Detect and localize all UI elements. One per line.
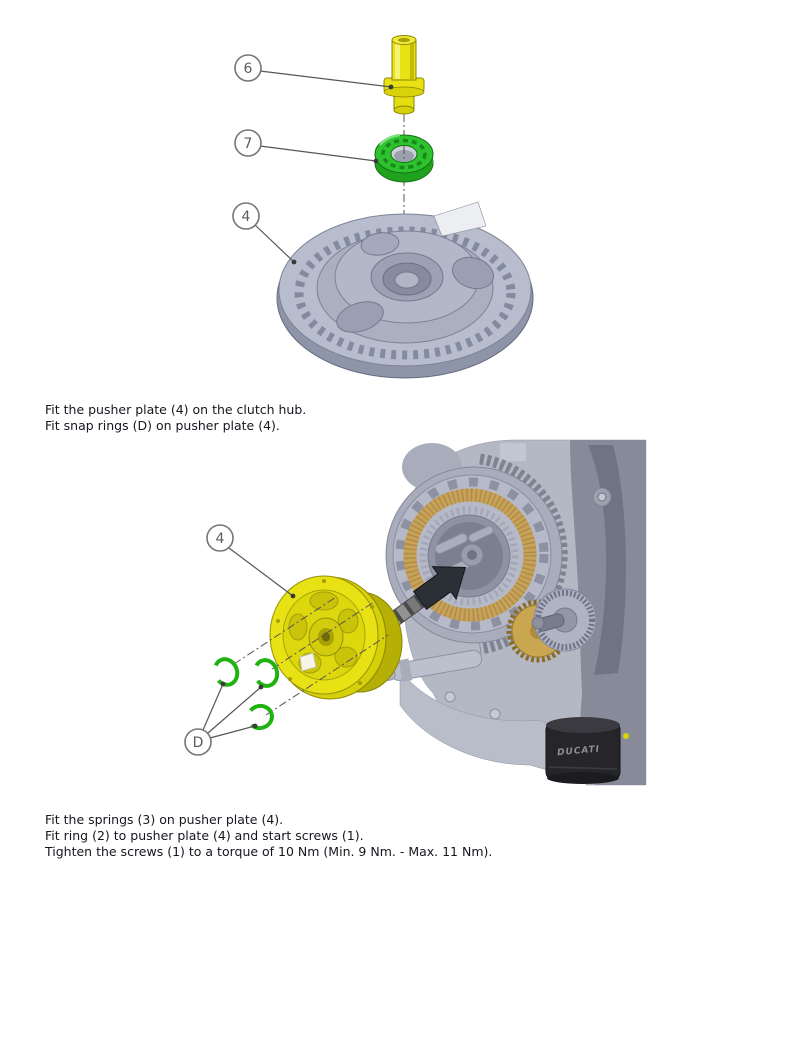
engine-bolt: [597, 492, 607, 502]
snap-rings: [212, 657, 280, 731]
plate-notch: [433, 201, 487, 237]
pusher-plate-part: [276, 201, 534, 379]
ducati-label: DUCATI: [557, 745, 601, 759]
arrow-head: [412, 566, 467, 611]
callout-4-bottom: 4: [206, 524, 296, 599]
leader-dot: [252, 723, 258, 729]
leader-dot: [388, 84, 394, 90]
engine-bracket: [500, 443, 526, 461]
instruction-line: Fit the pusher plate (4) on the clutch h…: [45, 402, 307, 417]
callout-circle: [206, 524, 234, 552]
bearing-part: [374, 133, 434, 183]
callout-7: 7: [234, 129, 379, 164]
callout-circle: [232, 202, 260, 230]
crankcase-bolt: [444, 691, 456, 703]
instructions-block-2: Fit the springs (3) on pusher plate (4).…: [45, 812, 492, 860]
spring-dots-ring: [419, 506, 519, 606]
callout-D: D: [184, 681, 264, 756]
snap-ring: [246, 703, 274, 731]
leader-dot: [290, 593, 296, 599]
crankcase-bolt: [489, 708, 501, 720]
instruction-line: Tighten the screws (1) to a torque of 10…: [45, 844, 493, 859]
plate-bore: [394, 271, 420, 289]
callout-D-label: D: [193, 735, 204, 751]
plate-window: [288, 613, 308, 641]
callout-4-bottom-label: 4: [216, 531, 225, 547]
callout-7-label: 7: [244, 136, 253, 152]
hub-post: [468, 525, 494, 543]
callout-circle: [234, 54, 262, 82]
plate-pocket: [336, 301, 384, 333]
paint-mark: [623, 733, 629, 739]
plate-pocket: [360, 232, 400, 256]
instruction-line: Fit ring (2) to pusher plate (4) and sta…: [45, 828, 364, 843]
hub-post: [434, 533, 468, 554]
pusher-rod-part: [383, 35, 425, 115]
instruction-line: Fit the springs (3) on pusher plate (4).: [45, 812, 284, 827]
leader-dot: [258, 684, 264, 690]
shaft-cover: [531, 588, 597, 652]
callout-6-label: 6: [244, 61, 253, 77]
snap-ring: [252, 658, 280, 688]
callout-4: 4: [232, 202, 297, 265]
rod-bore: [398, 37, 410, 43]
oil-filter: DUCATI: [545, 717, 621, 784]
leader-dot: [291, 259, 297, 265]
figure-fitting-pusher-plate: DUCATI: [150, 435, 650, 795]
engine-spine-shade: [588, 445, 626, 675]
leader-dot: [220, 681, 226, 687]
callout-4-label: 4: [242, 209, 251, 225]
instruction-line: Fit snap rings (D) on pusher plate (4).: [45, 418, 280, 433]
plate-window: [337, 608, 359, 634]
plate-window: [334, 646, 358, 668]
snap-ring: [212, 657, 240, 687]
engine-assembly: DUCATI: [376, 439, 647, 786]
instructions-block-1: Fit the pusher plate (4) on the clutch h…: [45, 402, 306, 434]
callout-circle: [234, 129, 262, 157]
figure-fitting-svg: DUCATI: [184, 439, 647, 786]
figure-exploded-pusher-plate: 6 7 4: [220, 30, 550, 400]
plate-window: [309, 591, 339, 611]
basket-slots: [395, 477, 549, 631]
plate-slot-band: [294, 226, 516, 360]
alignment-line: [271, 601, 375, 670]
callout-circle: [184, 728, 212, 756]
plate-pocket: [451, 256, 495, 290]
yellow-pusher-plate: [269, 575, 403, 700]
friction-plate-teeth: [403, 488, 537, 622]
alignment-line: [233, 596, 337, 665]
bearing-highlight: [379, 133, 401, 146]
bearing-balls: [381, 138, 427, 170]
leader-dot: [373, 158, 379, 164]
plate-opening: [299, 652, 317, 672]
figure-exploded-svg: 6 7 4: [232, 35, 534, 379]
callout-6: 6: [234, 54, 394, 90]
